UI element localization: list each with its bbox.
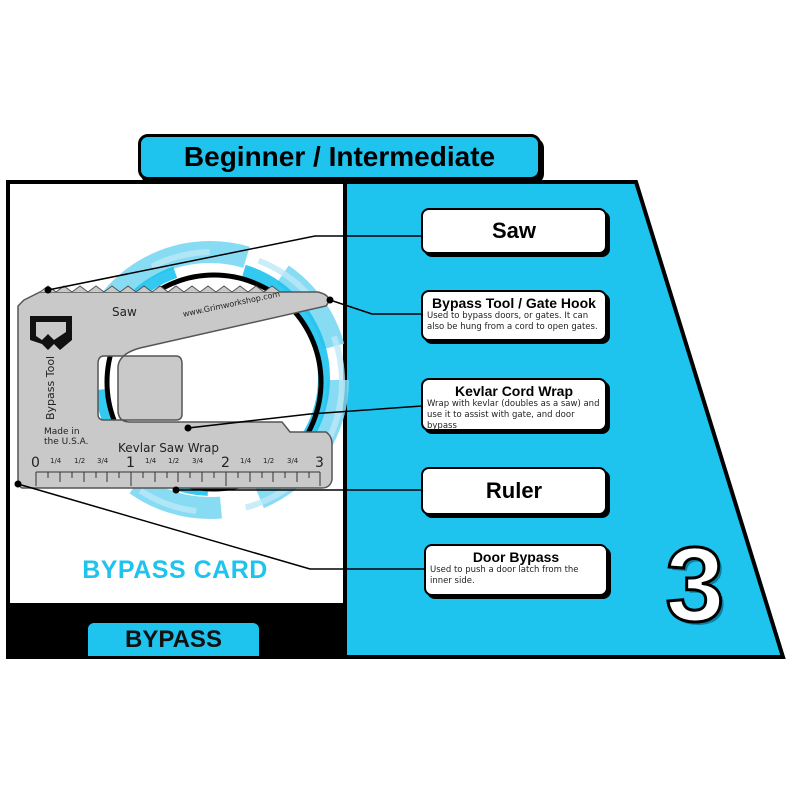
feature-label-saw: Saw: [421, 208, 607, 254]
feature-description: Used to push a door latch from the inner…: [430, 565, 579, 586]
callout-line-gate-hook: [329, 299, 422, 315]
feature-description: Wrap with kevlar (doubles as a saw) and …: [427, 399, 600, 431]
gw-logo-icon: [30, 316, 72, 350]
ruler-number: 0: [31, 455, 40, 471]
callout-dot-gate-hook: [326, 296, 334, 304]
ruler-number: 3: [315, 455, 324, 471]
card-title: BYPASS CARD: [82, 556, 268, 584]
feature-label-door: Door Bypass Used to push a door latch fr…: [424, 544, 608, 596]
callout-dots: [14, 286, 334, 494]
ruler-number: 2: [221, 455, 230, 471]
ruler-fraction: 3/4: [287, 457, 299, 465]
difficulty-banner: Beginner / Intermediate: [138, 134, 541, 180]
callout-dot-ruler: [172, 486, 180, 494]
kevlar-cord-ring: [104, 272, 324, 492]
callout-line-kevlar: [187, 405, 423, 429]
feature-title: Kevlar Cord Wrap: [455, 383, 573, 399]
feature-label-ruler: Ruler: [421, 467, 607, 515]
callout-line-saw: [47, 235, 424, 291]
tool-bypass-label: Bypass Tool: [44, 355, 57, 420]
ruler-ticks: [35, 471, 321, 486]
callout-dot-kevlar: [184, 424, 192, 432]
difficulty-number: 3: [664, 526, 726, 644]
callout-lines: [17, 235, 424, 570]
card-category-tab: BYPASS: [86, 621, 261, 658]
ruler-number: 1: [126, 455, 135, 471]
ruler-fraction: 3/4: [97, 457, 109, 465]
callout-line-door: [17, 483, 424, 570]
feature-title: Door Bypass: [472, 549, 560, 565]
bypass-tool-body: [17, 291, 333, 489]
saw-teeth: [39, 285, 281, 293]
feature-label-kevlar: Kevlar Cord Wrap Wrap with kevlar (doubl…: [421, 378, 607, 431]
ruler-fraction: 1/4: [240, 457, 252, 465]
ruler-fraction: 3/4: [192, 457, 204, 465]
tool-made-in: Made in the U.S.A.: [44, 427, 89, 447]
callout-dot-door: [14, 480, 22, 488]
feature-description: Used to bypass doors, or gates. It can a…: [427, 311, 598, 332]
ruler-fraction: 1/2: [263, 457, 275, 465]
tool-wrap-label: Kevlar Saw Wrap: [118, 441, 220, 455]
ruler-fraction: 1/4: [145, 457, 157, 465]
ruler-fraction: 1/2: [74, 457, 86, 465]
feature-label-gate-hook: Bypass Tool / Gate Hook Used to bypass d…: [421, 290, 607, 341]
ruler-fraction: 1/4: [50, 457, 62, 465]
feature-title: Bypass Tool / Gate Hook: [432, 295, 596, 311]
ruler-fraction: 1/2: [168, 457, 180, 465]
tool-saw-label: Saw: [112, 305, 137, 319]
callout-dot-saw: [44, 286, 52, 294]
